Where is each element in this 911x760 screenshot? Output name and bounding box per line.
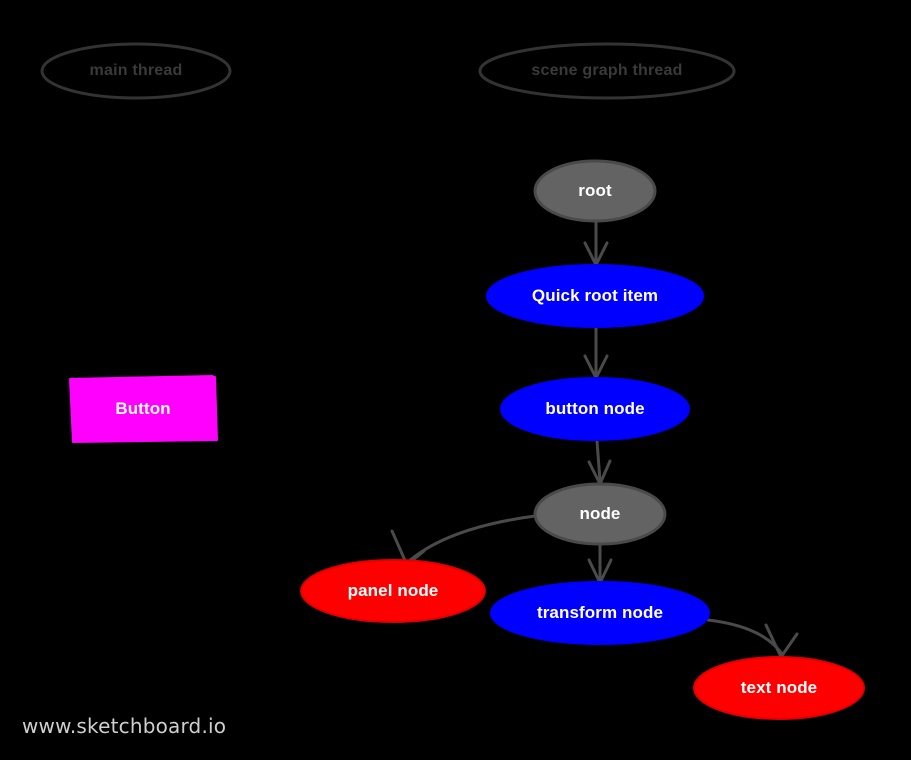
edge-button-node-to-node[interactable] <box>587 439 612 486</box>
node-transform-node-shape[interactable] <box>490 581 710 645</box>
sketchboard-watermark: www.sketchboard.io <box>22 714 227 738</box>
node-button-node-shape[interactable] <box>500 377 690 441</box>
swimlane-main-thread-shape[interactable] <box>40 42 232 100</box>
node-text-node-shape[interactable] <box>693 656 865 720</box>
node-root-shape[interactable] <box>533 159 657 223</box>
node-button-shape[interactable] <box>69 375 218 443</box>
edge-node-to-transform-node[interactable] <box>587 543 613 585</box>
node-quick-root-item-shape[interactable] <box>486 264 704 328</box>
edge-quick-root-item-to-button-node[interactable] <box>583 326 609 380</box>
node-node-shape[interactable] <box>533 482 667 546</box>
node-panel-node-shape[interactable] <box>300 559 486 623</box>
edge-transform-node-to-text-node[interactable] <box>706 618 799 659</box>
swimlane-group <box>40 42 736 100</box>
edge-root-to-quick-root-item[interactable] <box>583 220 609 267</box>
node-shape-group <box>69 159 865 720</box>
swimlane-scene-graph-thread-shape[interactable] <box>478 42 736 100</box>
edge-node-to-panel-node[interactable] <box>390 514 537 567</box>
